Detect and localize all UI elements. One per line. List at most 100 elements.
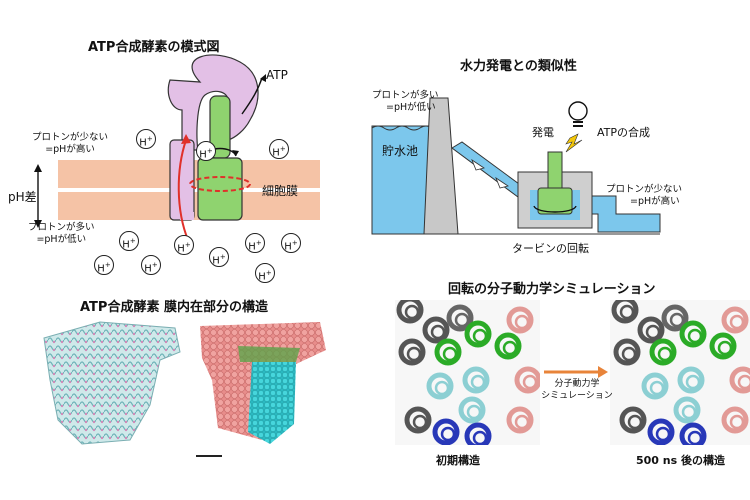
proton-low-label-2: プロトンが少ない =pHが高い [606,184,682,208]
helix-inner [729,314,745,330]
helix-inner [717,340,733,356]
md-initial-structure [395,300,540,445]
helix-inner [434,380,450,396]
turbine-label: タービンの回転 [512,242,589,255]
helix-inner [627,414,643,430]
helix [434,338,462,366]
helix-inner [645,324,661,340]
panel1-title: ATP合成酵素の模式図 [88,40,220,55]
helix-inner [681,404,697,420]
pipe-flow-arrow2 [495,176,509,189]
helix-inner [412,414,428,430]
helix [398,338,426,366]
sphere-structure-cyan [248,362,296,444]
helix [396,300,424,324]
helix-inner [514,314,530,330]
helix [422,316,450,344]
helix-inner [687,430,703,445]
proton-low2-line2: =pHが高い [630,196,680,207]
helix [506,306,534,334]
helix [514,366,540,394]
pipe-flow-arrow1 [471,158,485,171]
initial-structure-label: 初期構造 [436,454,480,467]
atp-synth-label: ATPの合成 [597,126,651,139]
proton-icon: H+ [196,141,216,161]
rotation-arrowhead-top [232,150,239,156]
rotation-arrow-atp [241,77,263,115]
helix-inner [657,346,673,362]
helix [462,366,490,394]
helix [647,418,675,445]
membrane-label: 細胞膜 [262,184,299,198]
helix-inner [737,374,750,390]
turbine-rotation-arrow [533,205,577,213]
reservoir-label: 貯水池 [382,144,419,158]
helix [677,366,705,394]
helix [673,396,701,424]
helix-inner [472,430,488,445]
proton-low-label-1: プロトンが少ない =pHが高い [32,132,108,156]
helix-inner [404,304,420,320]
sim-label-line1: 分子動力学 [554,379,600,389]
helix [426,372,454,400]
helix-inner [502,340,518,356]
helix-inner [430,324,446,340]
helix [729,366,750,394]
helix-inner [669,312,685,328]
proton-icon: H+ [209,247,229,267]
helix [637,316,665,344]
helix [709,332,737,360]
helix [464,422,492,445]
helix-inner [470,374,486,390]
rotation-dashed-ring [189,176,251,192]
helix [721,306,749,334]
proton-icon: H+ [269,139,289,159]
proton-high-line2: =pHが低い [36,234,87,245]
proton-icon: H+ [119,231,139,251]
helix [613,338,641,366]
helix-inner [466,404,482,420]
ph-arrowhead-down [34,220,42,228]
helix [494,332,522,360]
lightbulb-icon [568,101,588,121]
power-label: 発電 [532,126,554,139]
proton-high-label-2: プロトンが多い =pHが低い [372,90,439,114]
helix-inner [687,328,703,344]
helix [649,338,677,366]
helix [506,406,534,434]
sim-label-line2: シミュレーション [541,391,613,401]
proton-low2-line1: プロトンが少ない [606,184,683,195]
final-structure-label: 500 ns 後の構造 [636,454,725,467]
helix [404,406,432,434]
panel3-title: ATP合成酵素 膜内在部分の構造 [80,300,268,315]
helix-inner [619,304,635,320]
helix-inner [442,346,458,362]
panel4-title: 回転の分子動力学シミュレーション [448,282,656,297]
helix [432,418,460,445]
helix [458,396,486,424]
helix-inner [621,346,637,362]
proton-high-line1: プロトンが多い [28,222,95,233]
proton-path-arrowhead [181,134,191,144]
lightning-icon [565,133,583,153]
proton-path-arrow [177,139,189,241]
proton-icon: H+ [174,235,194,255]
helix [721,406,749,434]
atp-arrowhead [260,74,266,82]
proton-icon: H+ [281,233,301,253]
proton-high-label-1: プロトンが多い =pHが低い [28,222,95,246]
sphere-structure-green [238,346,300,362]
helix [679,422,707,445]
helix-inner [655,426,671,442]
proton-low-line2: =pHが高い [45,144,95,155]
scale-bar [196,455,222,457]
ph-arrowhead-up [34,164,42,172]
md-final-structure [610,300,750,445]
atp-label: ATP [266,68,288,82]
ribbon-structure [43,321,181,445]
helix-inner [522,374,538,390]
proton-icon: H+ [255,263,275,283]
